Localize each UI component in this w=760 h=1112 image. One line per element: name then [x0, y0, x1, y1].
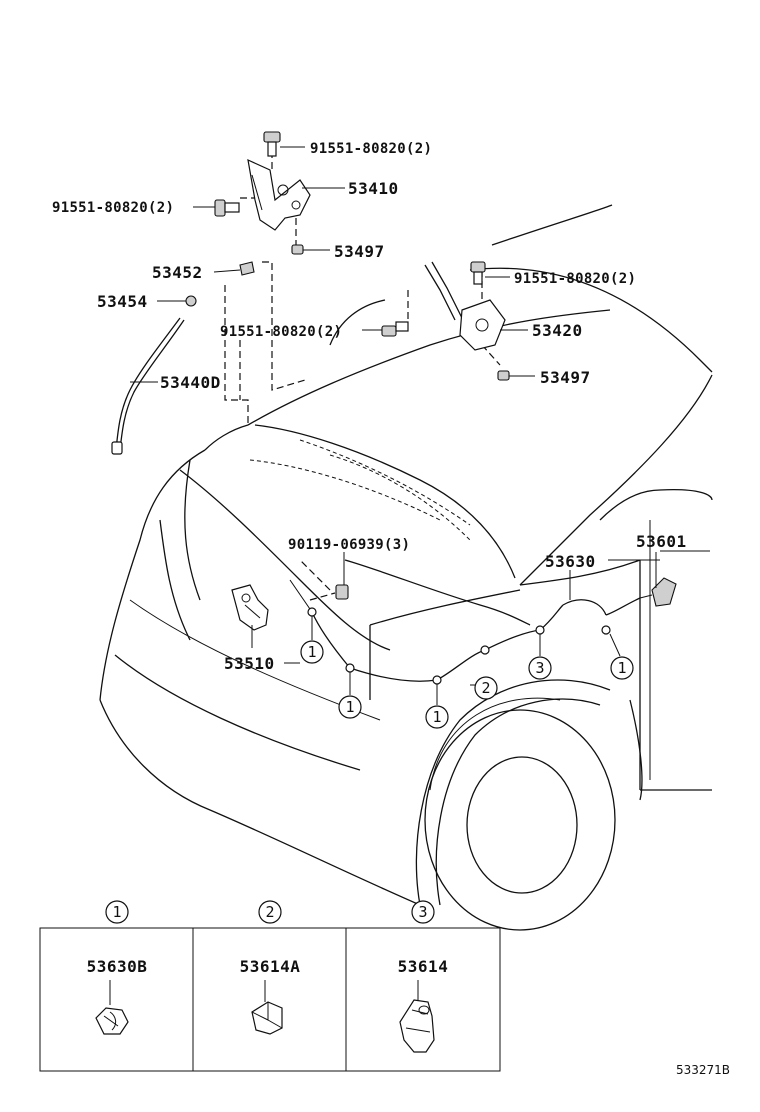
clamp-marker: 1 — [617, 659, 626, 677]
callout-bolt-top: 91551-80820(2) — [310, 141, 432, 157]
bolt-side-lh — [214, 199, 240, 217]
bolt-center — [381, 321, 409, 337]
callout-bolt-right: 91551-80820(2) — [514, 271, 636, 287]
vehicle-body-outline — [99, 204, 713, 931]
callout-lock: 53510 — [224, 654, 275, 673]
hood-support-rod — [111, 317, 185, 455]
leader-lines — [130, 146, 710, 705]
hood-lock-assembly — [231, 584, 269, 631]
legend-part-53614: 53614 — [398, 957, 449, 976]
clamp-markers: 1 1 1 2 3 1 — [300, 640, 634, 729]
clamp-marker: 1 — [307, 643, 316, 661]
clamp-marker: 1 — [432, 708, 441, 726]
cushion-53452 — [239, 261, 255, 276]
legend-marker-1: 1 — [112, 903, 121, 921]
callout-hinge-rh: 53420 — [532, 321, 583, 340]
callout-lever: 53601 — [636, 532, 687, 551]
clip-legend: 1 2 3 53630B 53614A 53614 — [39, 900, 501, 1072]
clamp-marker: 3 — [535, 659, 544, 677]
legend-part-53614a: 53614A — [240, 957, 301, 976]
grommet-53454 — [185, 295, 197, 307]
front-tire — [424, 697, 616, 931]
bolt-top-lh — [263, 131, 281, 157]
clamp-points — [307, 607, 611, 685]
clip-53614-drawing — [399, 980, 435, 1053]
callout-nut-lh: 53497 — [334, 242, 385, 261]
screw — [335, 584, 349, 600]
clip-53630b-drawing — [95, 980, 129, 1035]
hood-hinge-rh — [424, 261, 506, 351]
nut-rh — [497, 370, 510, 381]
legend-marker-2: 2 — [265, 903, 274, 921]
nut-lh — [291, 244, 304, 255]
clip-53614a-drawing — [251, 980, 283, 1035]
clamp-marker: 1 — [345, 698, 354, 716]
legend-marker-3: 3 — [418, 903, 427, 921]
bolt-top-rh — [470, 261, 486, 285]
callout-cushion: 53452 — [152, 263, 203, 282]
callout-stay: 53440D — [160, 373, 221, 392]
hood-hinge-lh — [247, 158, 311, 231]
legend-part-53630b: 53630B — [87, 957, 148, 976]
reference-code: 533271B — [676, 1063, 730, 1077]
callout-bolt-center: 91551-80820(2) — [220, 324, 342, 340]
release-lever — [639, 577, 677, 607]
callout-nut-rh: 53497 — [540, 368, 591, 387]
callout-screw: 90119-06939(3) — [288, 537, 410, 553]
callout-grommet: 53454 — [97, 292, 148, 311]
callout-cable: 53630 — [545, 552, 596, 571]
callout-bolt-left: 91551-80820(2) — [52, 200, 174, 216]
callout-labels: 91551-80820(2) 91551-80820(2) 53410 5349… — [52, 141, 687, 673]
clamp-marker: 2 — [481, 679, 490, 697]
callout-hinge-lh: 53410 — [348, 179, 399, 198]
